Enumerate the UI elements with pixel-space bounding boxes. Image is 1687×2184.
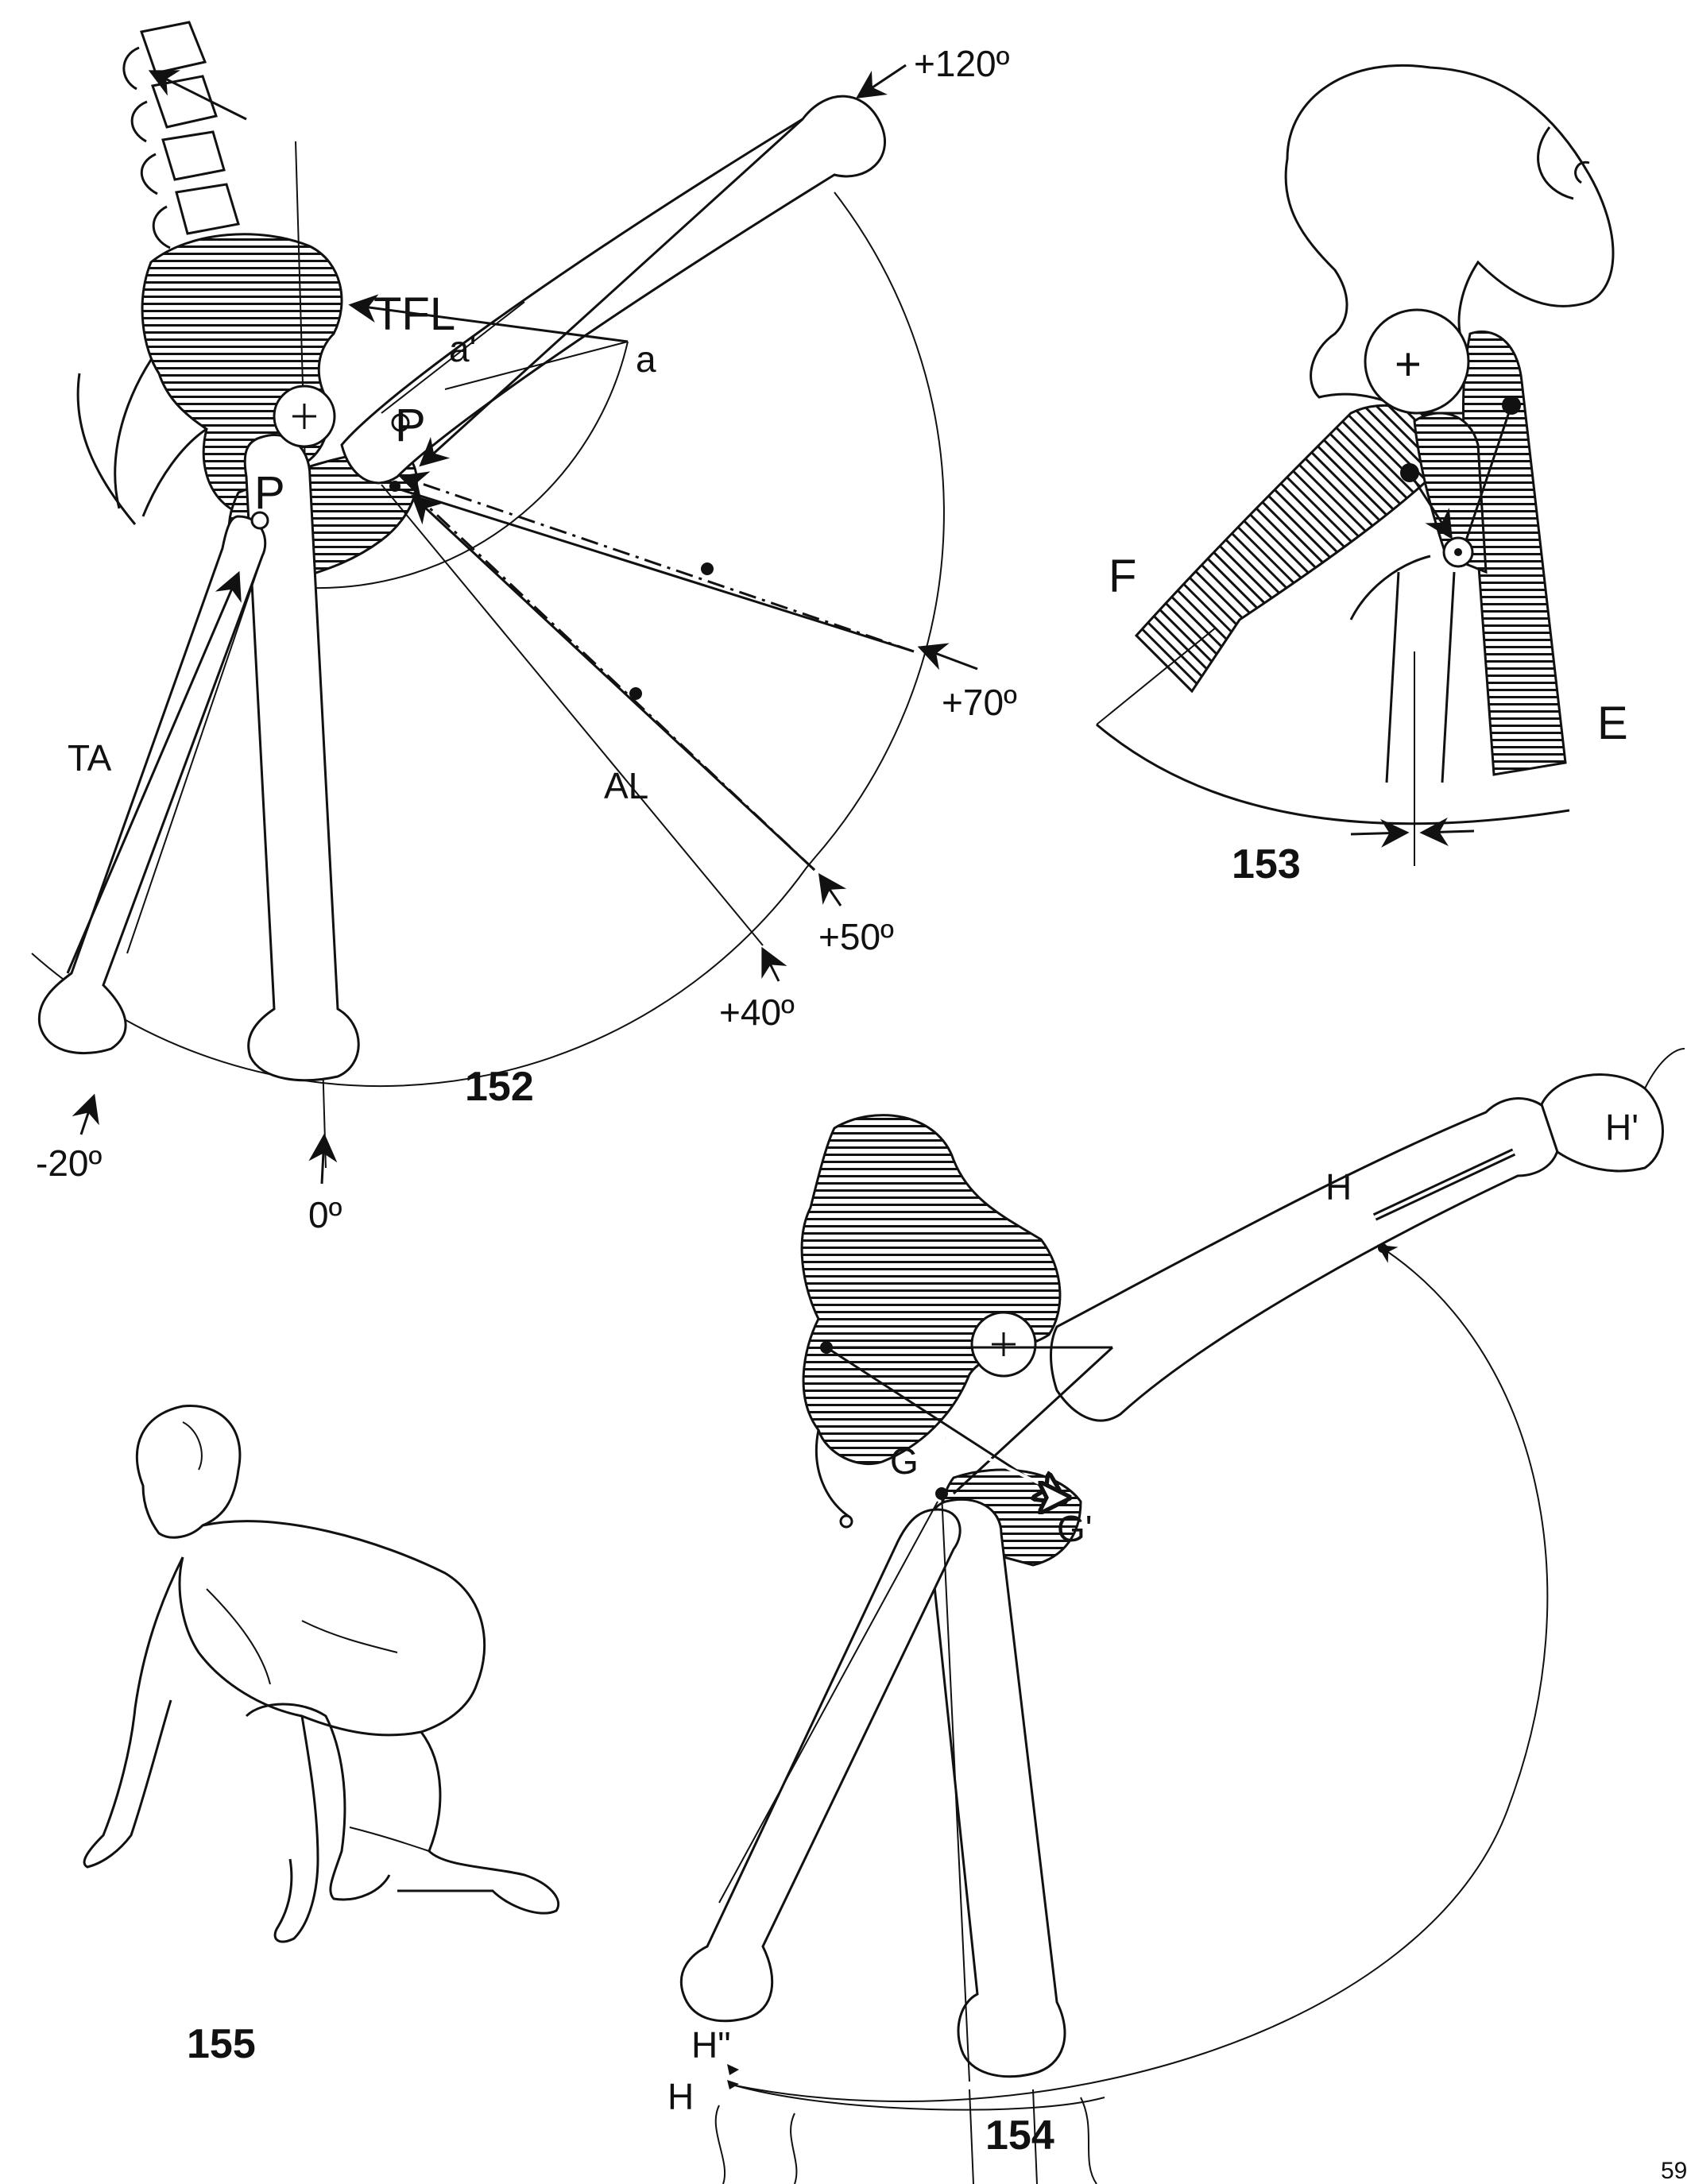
- femur-0: [243, 433, 360, 1082]
- line-40: [381, 484, 764, 946]
- femoral-head-153: [1364, 308, 1470, 415]
- arrow-70: [917, 643, 978, 671]
- ilium-154: [800, 1114, 1062, 1466]
- al-line-70: [397, 487, 915, 653]
- arrow-120: [856, 64, 907, 99]
- label-ta: TA: [68, 737, 112, 779]
- h-arrow: [1374, 1150, 1515, 1219]
- arc-154: [734, 1244, 1549, 2102]
- label-a-prime: a': [449, 328, 476, 369]
- femur-hanging: [927, 1498, 1066, 2078]
- flexor-muscle: [1134, 404, 1464, 694]
- figure-153: + F E 153: [1096, 64, 1628, 887]
- arc-153: [1096, 723, 1570, 825]
- arrow-40: [761, 946, 787, 982]
- ta-line: [66, 570, 242, 974]
- vertical-reference-154: [941, 1493, 970, 2082]
- label-h: H: [1325, 1166, 1352, 1208]
- label-p-upper: P: [395, 400, 426, 451]
- sprinter-right-arm: [273, 1715, 319, 1943]
- label-h-second: H": [691, 2024, 731, 2066]
- label-al: AL: [604, 765, 648, 806]
- sprinter-head: [135, 1405, 242, 1539]
- sprinter-left-arm: [83, 1556, 184, 1869]
- page-number: 59: [1661, 2158, 1687, 2184]
- label-angle-70: +70º: [942, 682, 1017, 723]
- sprinter-front-leg: [245, 1703, 391, 1901]
- figure-number-152: 152: [465, 1064, 534, 1110]
- figure-number-155: 155: [187, 2021, 256, 2067]
- sprinter-torso: [178, 1520, 486, 1737]
- figure-number-153: 153: [1232, 841, 1301, 887]
- inner-arc: [309, 341, 629, 589]
- figure-152: TFL AL TA a a' P P +120º +70º +50º +40º …: [31, 21, 1017, 1235]
- arrow-0: [308, 1133, 338, 1185]
- upper-shaft-line: [419, 118, 804, 467]
- label-angle-minus20: -20º: [36, 1142, 102, 1184]
- label-tfl: TFL: [373, 288, 455, 340]
- pelvis-outline-153: [1284, 64, 1615, 415]
- label-a: a: [636, 338, 656, 380]
- hip-center-cross: [292, 404, 316, 429]
- label-angle-0: 0º: [308, 1194, 342, 1235]
- spine-arrow: [148, 70, 247, 121]
- figure-number-154: 154: [985, 2112, 1054, 2159]
- figure-154: G G' H H' H" H 154: [667, 1048, 1685, 2184]
- flexion-sector-arc: [31, 191, 945, 1088]
- femur-minus20: [37, 515, 267, 1055]
- figure-155: 155: [83, 1405, 559, 2067]
- label-angle-40: +40º: [719, 991, 795, 1033]
- arrow-50: [818, 873, 847, 906]
- label-g: G: [890, 1440, 919, 1482]
- label-angle-50: +50º: [818, 916, 894, 957]
- label-angle-120: +120º: [914, 43, 1010, 84]
- label-g-prime: G': [1057, 1508, 1093, 1549]
- arrow-minus20: [72, 1093, 99, 1135]
- femur-raised: [1050, 1097, 1561, 1422]
- hip-center-mark: +: [1395, 338, 1422, 390]
- tfl-line: [348, 294, 629, 343]
- label-p-lower: P: [254, 467, 285, 519]
- label-extension: E: [1597, 698, 1628, 749]
- sprinter-rear-leg: [397, 1731, 559, 1915]
- label-h-low: H: [667, 2076, 694, 2117]
- label-h-prime: H': [1605, 1107, 1639, 1148]
- label-flexion: F: [1109, 551, 1136, 602]
